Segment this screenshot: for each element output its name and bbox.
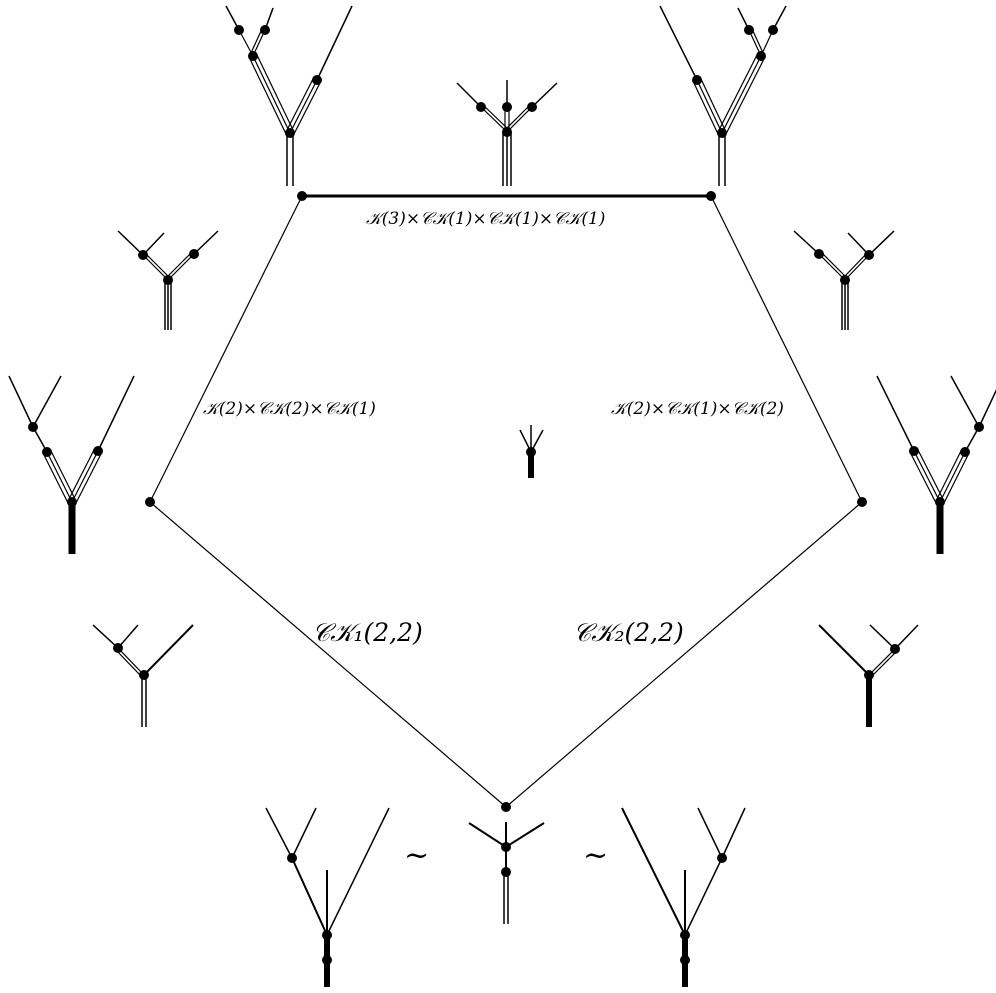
tree-vertex-top-right: [659, 5, 787, 186]
edge-bottom-right: [505, 501, 863, 808]
tilde-left: ~: [404, 838, 430, 873]
label-edge-bottom-right: 𝒞𝒦₂(2,2): [573, 618, 684, 647]
tilde-right: ~: [583, 838, 609, 873]
vertex-bottom: [501, 802, 511, 812]
tree-vertex-left: [8, 375, 135, 554]
tree-vertex-top-left: [225, 5, 353, 186]
tree-edge-bottom-left: [92, 624, 194, 727]
label-edge-top: 𝒦(3)×𝒞𝒦(1)×𝒞𝒦(1)×𝒞𝒦(1): [366, 209, 606, 229]
vertex-top-left: [297, 191, 307, 201]
tree-center: [519, 425, 544, 478]
tree-edge-right: [793, 230, 895, 330]
vertex-top-right: [706, 191, 716, 201]
edge-bottom-left: [149, 501, 507, 808]
tree-edge-bottom-right: [818, 624, 919, 727]
tree-bottom-equiv-left: [265, 807, 390, 987]
tree-vertex-bottom: [468, 822, 545, 924]
label-edge-bottom-left: 𝒞𝒦₁(2,2): [312, 618, 423, 647]
tree-vertex-right: [876, 375, 996, 554]
vertex-left: [145, 497, 155, 507]
edge-right: [710, 195, 863, 503]
label-edge-left: 𝒦(2)×𝒞𝒦(2)×𝒞𝒦(1): [203, 399, 376, 419]
tree-edge-left: [117, 230, 219, 330]
vertex-right: [857, 497, 867, 507]
label-edge-right: 𝒦(2)×𝒞𝒦(1)×𝒞𝒦(2): [611, 399, 784, 419]
tree-edge-top: [456, 80, 558, 186]
edge-left: [149, 195, 303, 503]
tree-bottom-equiv-right: [621, 807, 746, 987]
